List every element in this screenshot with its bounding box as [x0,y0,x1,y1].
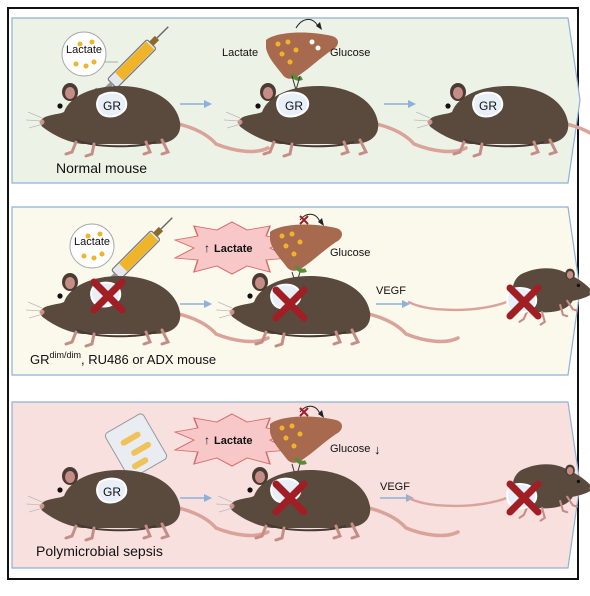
vegf-label: VEGF [380,481,410,493]
receptor-label: GR [479,99,497,113]
burst-label: Lactate [214,243,253,255]
panel-blocked: Lactate GRdim/dim, RU486 or ADX mouse ↑ … [11,206,590,376]
panel-sepsis: GR Polymicrobial sepsis ↑ Lactate Glucos… [11,401,590,569]
lactate-label: Lactate [222,47,258,59]
burst-arrow: ↑ [204,433,210,447]
receptor-label: GR [285,99,303,113]
lactate-bubble [61,31,107,77]
glucose-label: Glucose [330,247,370,259]
vegf-label: VEGF [376,285,406,297]
bacteria-icon [104,413,168,479]
receptor-label: GR [103,99,121,113]
burst-arrow: ↑ [204,241,210,255]
receptor-label: GR [103,485,121,499]
panel-caption: Normal mouse [56,160,147,176]
glucose-label: Glucose [330,47,370,59]
panel-caption: GRdim/dim, RU486 or ADX mouse [30,350,216,367]
glucose-label: Glucose [330,443,370,455]
glucose-down-arrow: ↓ [374,442,381,457]
lactate-bubble [69,223,115,269]
panel-caption: Polymicrobial sepsis [36,543,163,559]
bubble-label: Lactate [66,44,102,56]
bubble-label: Lactate [74,236,110,248]
panel-normal: Lactate GR Normal mouse Lactate Glucose … [11,17,590,184]
burst-label: Lactate [214,435,253,447]
